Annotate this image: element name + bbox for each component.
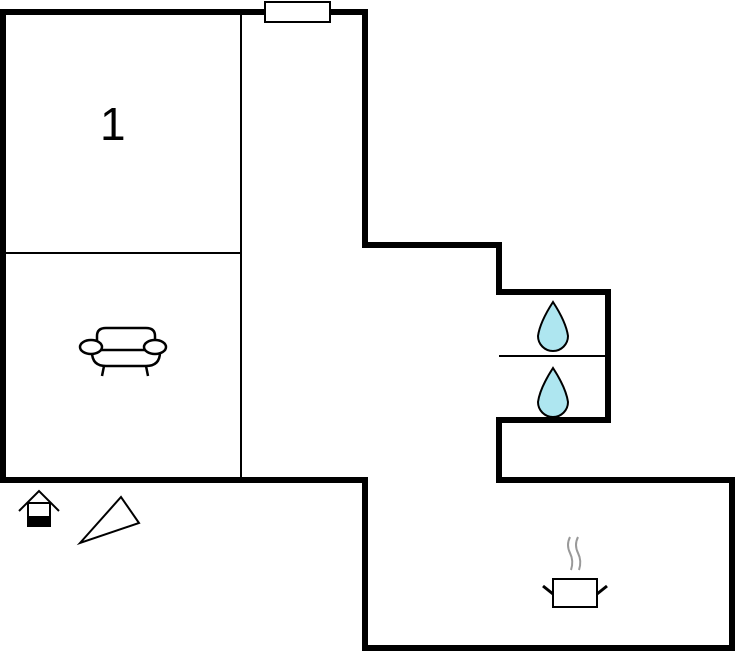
window bbox=[264, 1, 331, 23]
outer-walls bbox=[0, 9, 735, 651]
bedroom-number: 1 bbox=[100, 98, 126, 150]
compass-direction-icon bbox=[76, 495, 141, 546]
water-drop-icon bbox=[536, 300, 570, 352]
cooking-pot-icon bbox=[542, 536, 608, 608]
entrance-house-icon bbox=[18, 489, 60, 527]
water-drop-icon bbox=[536, 366, 570, 418]
interior-walls bbox=[3, 12, 608, 480]
sofa-icon bbox=[78, 326, 168, 377]
